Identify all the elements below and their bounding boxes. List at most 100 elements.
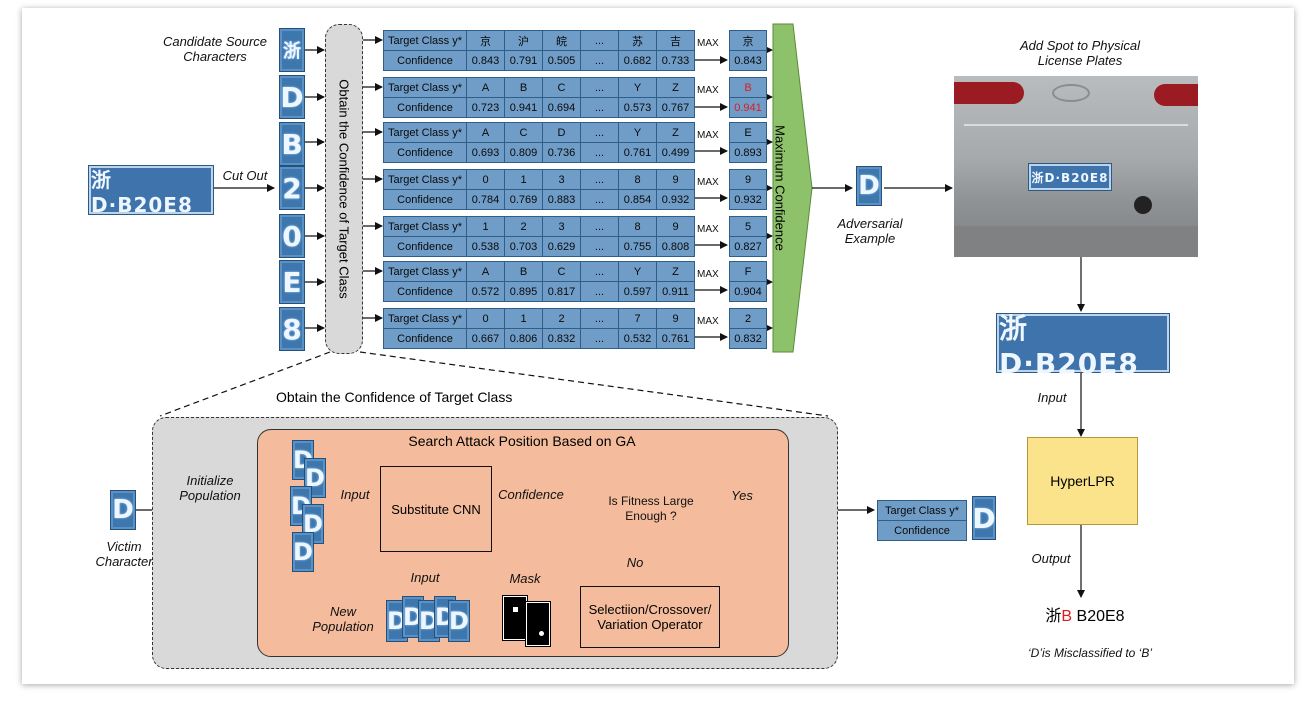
ga-title: Search Attack Position Based on GA [408,433,636,449]
max-confidence-shape [772,23,813,353]
conf-cell: 0.682 [619,51,657,70]
cut-out-label: Cut Out [222,168,268,183]
class-cell: ... [581,262,619,281]
result-province: 浙 [1045,608,1062,625]
max-result-conf: 0.893 [734,146,762,159]
class-cell: C [543,262,581,281]
source-char: 浙 [283,41,301,62]
obtain-confidence-vertical-label: Obtain the Confidence of Target Class [336,79,352,299]
population-input-label: Input [410,570,440,585]
source-char: E [282,265,302,299]
class-cell: 8 [619,217,657,236]
class-cell: B [505,262,543,281]
max-result-conf: 0.941 [734,101,762,114]
selection-operator-label: Selectiion/Crossover/ Variation Operator [588,602,712,632]
max-label: MAX [697,38,719,49]
yes-label: Yes [731,488,753,503]
conf-cell: ... [581,329,619,348]
max-label: MAX [697,85,719,96]
max-result-conf: 0.932 [734,193,762,206]
conf-cell: 0.733 [657,51,694,70]
source-character-tile: 8 [279,307,305,351]
conf-cell: 0.761 [619,143,657,162]
hyperlpr-box: HyperLPR [1027,437,1138,525]
mask-label: Mask [509,571,541,586]
max-label: MAX [697,316,719,327]
source-character-tile: E [279,260,305,304]
class-cell: 0 [467,170,505,189]
car-photo: 浙D·B20E8 [954,76,1198,257]
candidate-source-label: Candidate Source Characters [162,34,268,64]
source-char: 0 [282,219,302,253]
hyperlpr-label: HyperLPR [1050,473,1115,489]
class-cell: A [467,262,505,281]
output-character-tile: D [972,496,996,540]
max-result-class: 2 [730,309,766,329]
conf-cell: 0.941 [505,98,543,117]
conf-cell: 0.932 [657,190,694,209]
conf-cell: 0.505 [543,51,581,70]
car-logo [1052,84,1090,102]
target-class-header: Target Class y* [384,262,467,281]
new-population-char: D [403,603,423,631]
class-cell: 京 [467,31,505,50]
class-cell: 3 [543,170,581,189]
conf-cell: 0.629 [543,237,581,256]
target-class-table: Target Class y* Confidence [877,500,967,541]
class-cell: ... [581,309,619,328]
conf-cell: 0.703 [505,237,543,256]
max-label: MAX [697,177,719,188]
class-cell: Z [657,78,694,97]
conf-cell: 0.573 [619,98,657,117]
adversarial-char: D [858,171,880,201]
class-cell: 吉 [657,31,694,50]
max-result-box: B 0.941 [729,77,767,118]
class-cell: 0 [467,309,505,328]
source-license-plate: 浙D·B20E8 [89,166,213,217]
source-char: B [281,127,303,161]
no-label: No [626,555,644,570]
new-population-char: D [419,607,439,635]
conf-cell: ... [581,237,619,256]
class-cell: Z [657,123,694,142]
mask-image-1 [502,595,528,641]
target-class-row: Target Class y*京沪皖...苏吉 [383,30,695,51]
class-cell: 9 [657,309,694,328]
new-population-char: D [387,607,407,635]
victim-character-tile: D [110,490,136,530]
max-result-class: 9 [730,170,766,190]
class-cell: D [543,123,581,142]
conf-cell: 0.769 [505,190,543,209]
class-cell: C [505,123,543,142]
max-confidence-label: Maximum Confidence [772,125,788,251]
class-cell: 苏 [619,31,657,50]
max-label: MAX [697,269,719,280]
target-class-header: Target Class y* [384,170,467,189]
target-class-cell: Target Class y* [878,501,966,521]
victim-char: D [112,495,134,525]
conf-cell: 0.784 [467,190,505,209]
max-result-class: F [730,262,766,282]
car-exhaust-shadow [1134,196,1152,214]
class-cell: ... [581,123,619,142]
conf-cell: 0.911 [657,282,694,301]
target-class-header: Target Class y* [384,31,467,50]
confidence-header: Confidence [384,143,467,162]
class-cell: ... [581,31,619,50]
target-class-header: Target Class y* [384,78,467,97]
class-cell: Z [657,262,694,281]
class-cell: 7 [619,309,657,328]
recognized-license-plate: 浙D·B20E8 [997,312,1169,380]
obtain-confidence-pill: Obtain the Confidence of Target Class [325,24,363,354]
conf-cell: 0.843 [467,51,505,70]
max-label: MAX [697,130,719,141]
victim-character-label: Victim Character [95,539,153,569]
max-result-class: B [730,78,766,98]
conf-cell: 0.538 [467,237,505,256]
class-cell: 皖 [543,31,581,50]
